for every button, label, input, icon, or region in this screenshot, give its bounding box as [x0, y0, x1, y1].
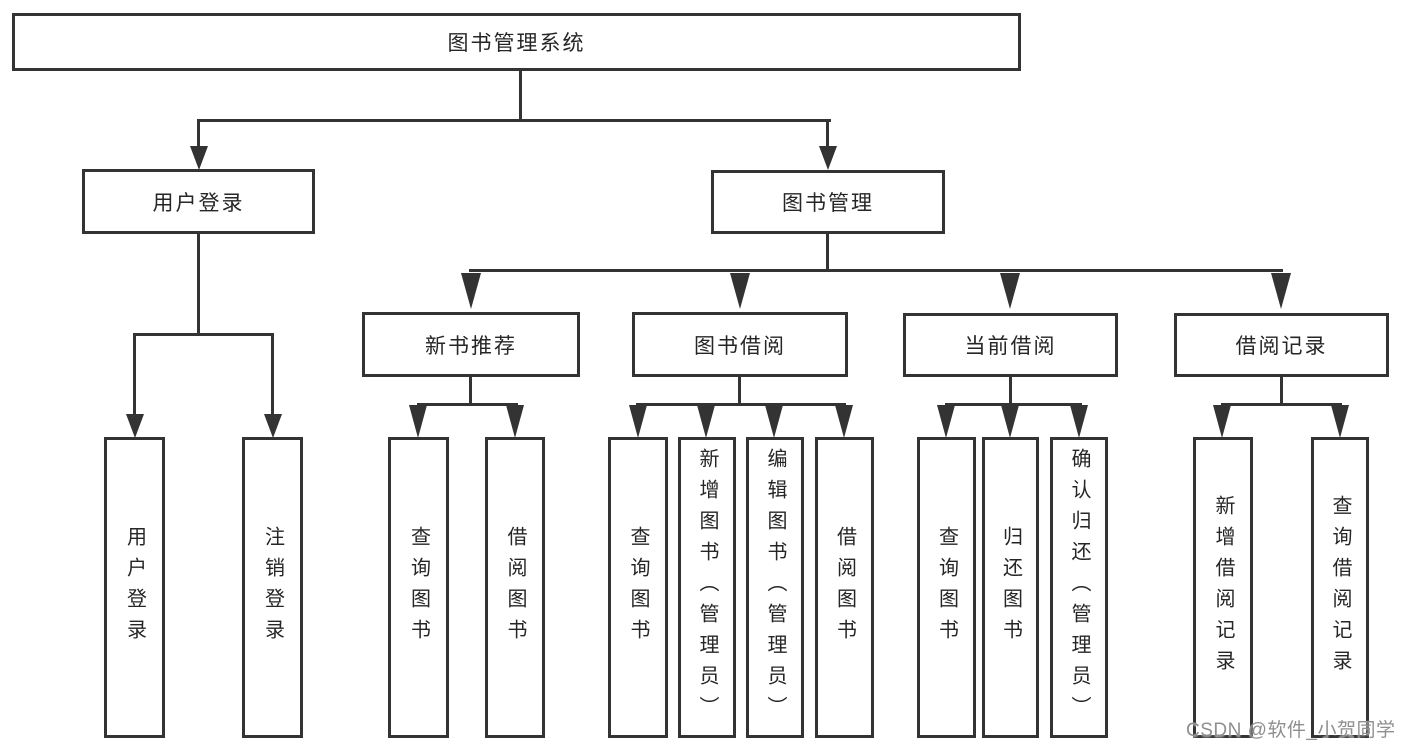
arrow-down-icon [264, 414, 282, 438]
leaf-confirm-return-admin: 确认归还（管理员） [1050, 437, 1108, 738]
arrow-down-icon [937, 405, 955, 438]
node-book-borrow: 图书借阅 [632, 312, 848, 377]
leaf-query-borrow-record-label: 查询借阅记录 [1329, 494, 1351, 681]
arrow-down-icon [409, 405, 427, 438]
connector-root-stem [519, 70, 522, 121]
leaf-logout: 注销登录 [242, 437, 303, 738]
connector-level2-rail [197, 119, 831, 122]
leaf-borrow-books-recommend-label: 借阅图书 [504, 525, 526, 650]
connector-current-borrow-stem [1009, 375, 1012, 406]
leaf-query-books-current-label: 查询图书 [935, 525, 958, 650]
connector-leaf-drop [271, 333, 274, 416]
connector-new-book-stem [469, 375, 472, 406]
arrow-down-icon [629, 405, 647, 438]
connector-borrow-records-stem [1280, 375, 1283, 406]
arrow-down-icon [1001, 405, 1019, 438]
leaf-query-books-borrow: 查询图书 [608, 437, 668, 738]
leaf-add-borrow-record-label: 新增借阅记录 [1212, 494, 1234, 681]
connector-leaf-drop [133, 333, 136, 416]
arrow-down-icon [461, 273, 481, 309]
leaf-confirm-return-admin-label: 确认归还（管理员） [1068, 448, 1090, 727]
leaf-add-borrow-record: 新增借阅记录 [1193, 437, 1253, 738]
leaf-query-books-borrow-label: 查询图书 [627, 525, 649, 650]
leaf-logout-label: 注销登录 [261, 525, 284, 650]
leaf-query-borrow-record: 查询借阅记录 [1311, 437, 1369, 738]
connector-user-login-stem [197, 232, 200, 336]
leaf-add-book-admin-label: 新增图书（管理员） [696, 448, 718, 727]
connector-user-login-drop [197, 119, 200, 148]
connector-book-borrow-rail [636, 403, 846, 406]
arrow-down-icon [1271, 273, 1291, 309]
node-borrow-records: 借阅记录 [1174, 313, 1389, 377]
csdn-watermark: CSDN @软件_小贺同学 [1186, 720, 1396, 741]
leaf-query-books-recommend-label: 查询图书 [407, 525, 430, 650]
arrow-down-icon [1331, 405, 1349, 438]
arrow-down-icon [506, 405, 524, 438]
connector-new-book-rail [417, 403, 518, 406]
connector-book-borrow-stem [738, 375, 741, 406]
node-user-login: 用户登录 [82, 169, 315, 234]
arrow-down-icon [730, 273, 750, 309]
arrow-down-icon [1070, 405, 1088, 438]
node-current-borrow: 当前借阅 [903, 313, 1118, 377]
leaf-query-books-current: 查询图书 [917, 437, 976, 738]
leaf-user-login-label: 用户登录 [123, 525, 146, 650]
leaf-borrow-books-label: 借阅图书 [833, 525, 856, 650]
leaf-return-book: 归还图书 [982, 437, 1039, 738]
leaf-add-book-admin: 新增图书（管理员） [678, 437, 736, 738]
arrow-down-icon [190, 146, 208, 170]
connector-book-management-stem [826, 232, 829, 272]
leaf-borrow-books-recommend: 借阅图书 [485, 437, 545, 738]
arrow-down-icon [126, 414, 144, 438]
connector-book-management-drop [826, 119, 829, 148]
leaf-edit-book-admin: 编辑图书（管理员） [746, 437, 804, 738]
leaf-query-books-recommend: 查询图书 [388, 437, 449, 738]
connector-borrow-records-rail [1221, 403, 1342, 406]
connector-level3-rail [469, 269, 1283, 272]
arrow-down-icon [697, 405, 715, 438]
node-root: 图书管理系统 [12, 13, 1021, 71]
node-book-management: 图书管理 [711, 170, 945, 234]
arrow-down-icon [1213, 405, 1231, 438]
connector-current-borrow-rail [945, 403, 1082, 406]
connector-user-login-rail [133, 333, 274, 336]
arrow-down-icon [765, 405, 783, 438]
arrow-down-icon [835, 405, 853, 438]
leaf-user-login: 用户登录 [104, 437, 165, 738]
leaf-borrow-books: 借阅图书 [815, 437, 874, 738]
leaf-return-book-label: 归还图书 [999, 525, 1022, 650]
leaf-edit-book-admin-label: 编辑图书（管理员） [764, 448, 786, 727]
node-new-book-recommend: 新书推荐 [362, 312, 580, 377]
arrow-down-icon [819, 146, 837, 170]
arrow-down-icon [1000, 273, 1020, 309]
